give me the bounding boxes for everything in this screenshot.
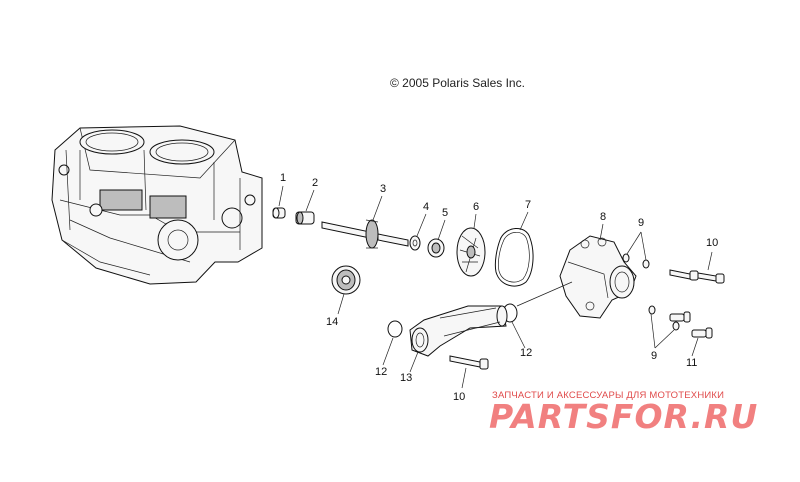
part-3-pump-shaft (321, 219, 409, 249)
watermark-logo: PARTSFOR.RU (489, 397, 759, 436)
callout-8: 8 (600, 211, 607, 223)
part-14-gear (331, 265, 361, 295)
part-8-pump-housing (559, 235, 637, 319)
callout-13: 13 (400, 372, 413, 384)
callout-2: 2 (312, 177, 319, 189)
callout-1: 1 (280, 172, 287, 184)
callout-4: 4 (423, 201, 430, 213)
callout-7: 7 (525, 199, 532, 211)
callout-12-right: 12 (520, 347, 533, 359)
callout-3: 3 (380, 183, 387, 195)
part-4-washer (409, 235, 421, 251)
callout-9-lower: 9 (651, 350, 658, 362)
part-2-sleeve (295, 211, 315, 225)
leader-lines (278, 185, 713, 389)
engine-block (51, 125, 263, 285)
part-11-bolts (669, 311, 713, 339)
part-10-bolt-lower (449, 355, 489, 370)
callout-10-lower: 10 (453, 391, 466, 403)
callout-6: 6 (473, 201, 480, 213)
part-7-o-ring (494, 228, 534, 287)
callout-12-left: 12 (375, 366, 388, 378)
callout-5: 5 (442, 207, 449, 219)
callout-9-upper: 9 (638, 217, 645, 229)
part-13-hose-elbow (409, 305, 508, 357)
part-9-washers (622, 253, 680, 331)
callout-10-upper: 10 (706, 237, 719, 249)
part-6-impeller (456, 227, 486, 277)
part-5-seal (427, 238, 445, 258)
watermark-tagline: ЗАПЧАСТИ И АКСЕССУАРЫ ДЛЯ МОТОТЕХНИКИ (492, 390, 725, 401)
part-1-bushing (272, 207, 286, 219)
copyright-notice: © 2005 Polaris Sales Inc. (390, 76, 525, 90)
callout-11: 11 (686, 357, 698, 369)
part-10-bolts-upper (669, 269, 725, 284)
callout-14: 14 (326, 316, 339, 328)
